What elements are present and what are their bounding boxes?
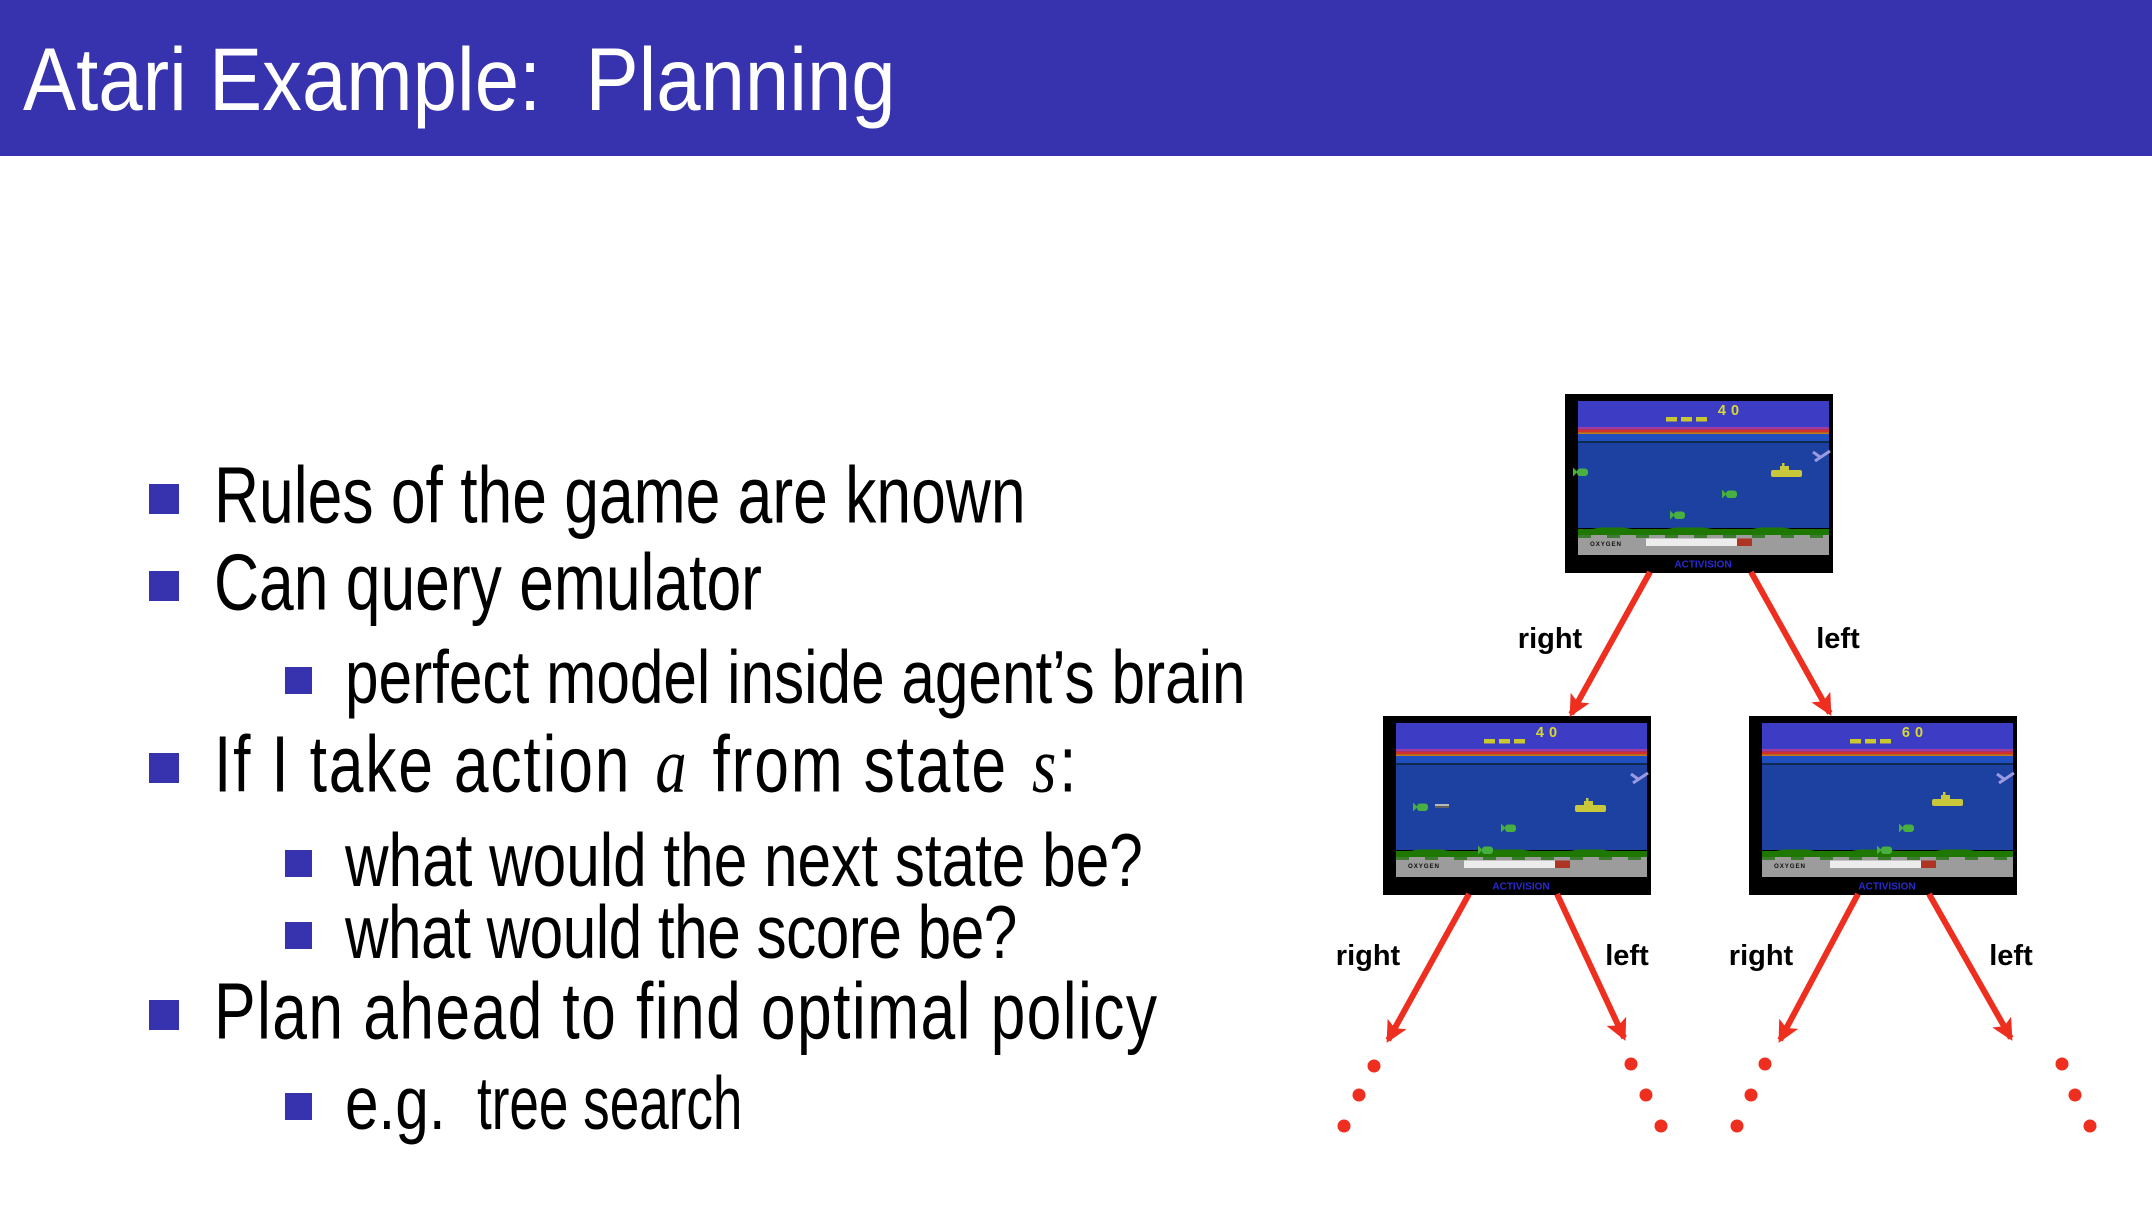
svg-text:40: 40: [1718, 403, 1744, 419]
svg-text:right: right: [1518, 623, 1583, 655]
svg-text:right: right: [1729, 940, 1794, 972]
svg-text:right: right: [1336, 940, 1401, 972]
svg-text:left: left: [1605, 940, 1649, 972]
svg-text:60: 60: [1902, 725, 1928, 741]
svg-text:40: 40: [1536, 725, 1562, 741]
svg-text:left: left: [1816, 623, 1860, 655]
svg-text:left: left: [1989, 940, 2033, 972]
